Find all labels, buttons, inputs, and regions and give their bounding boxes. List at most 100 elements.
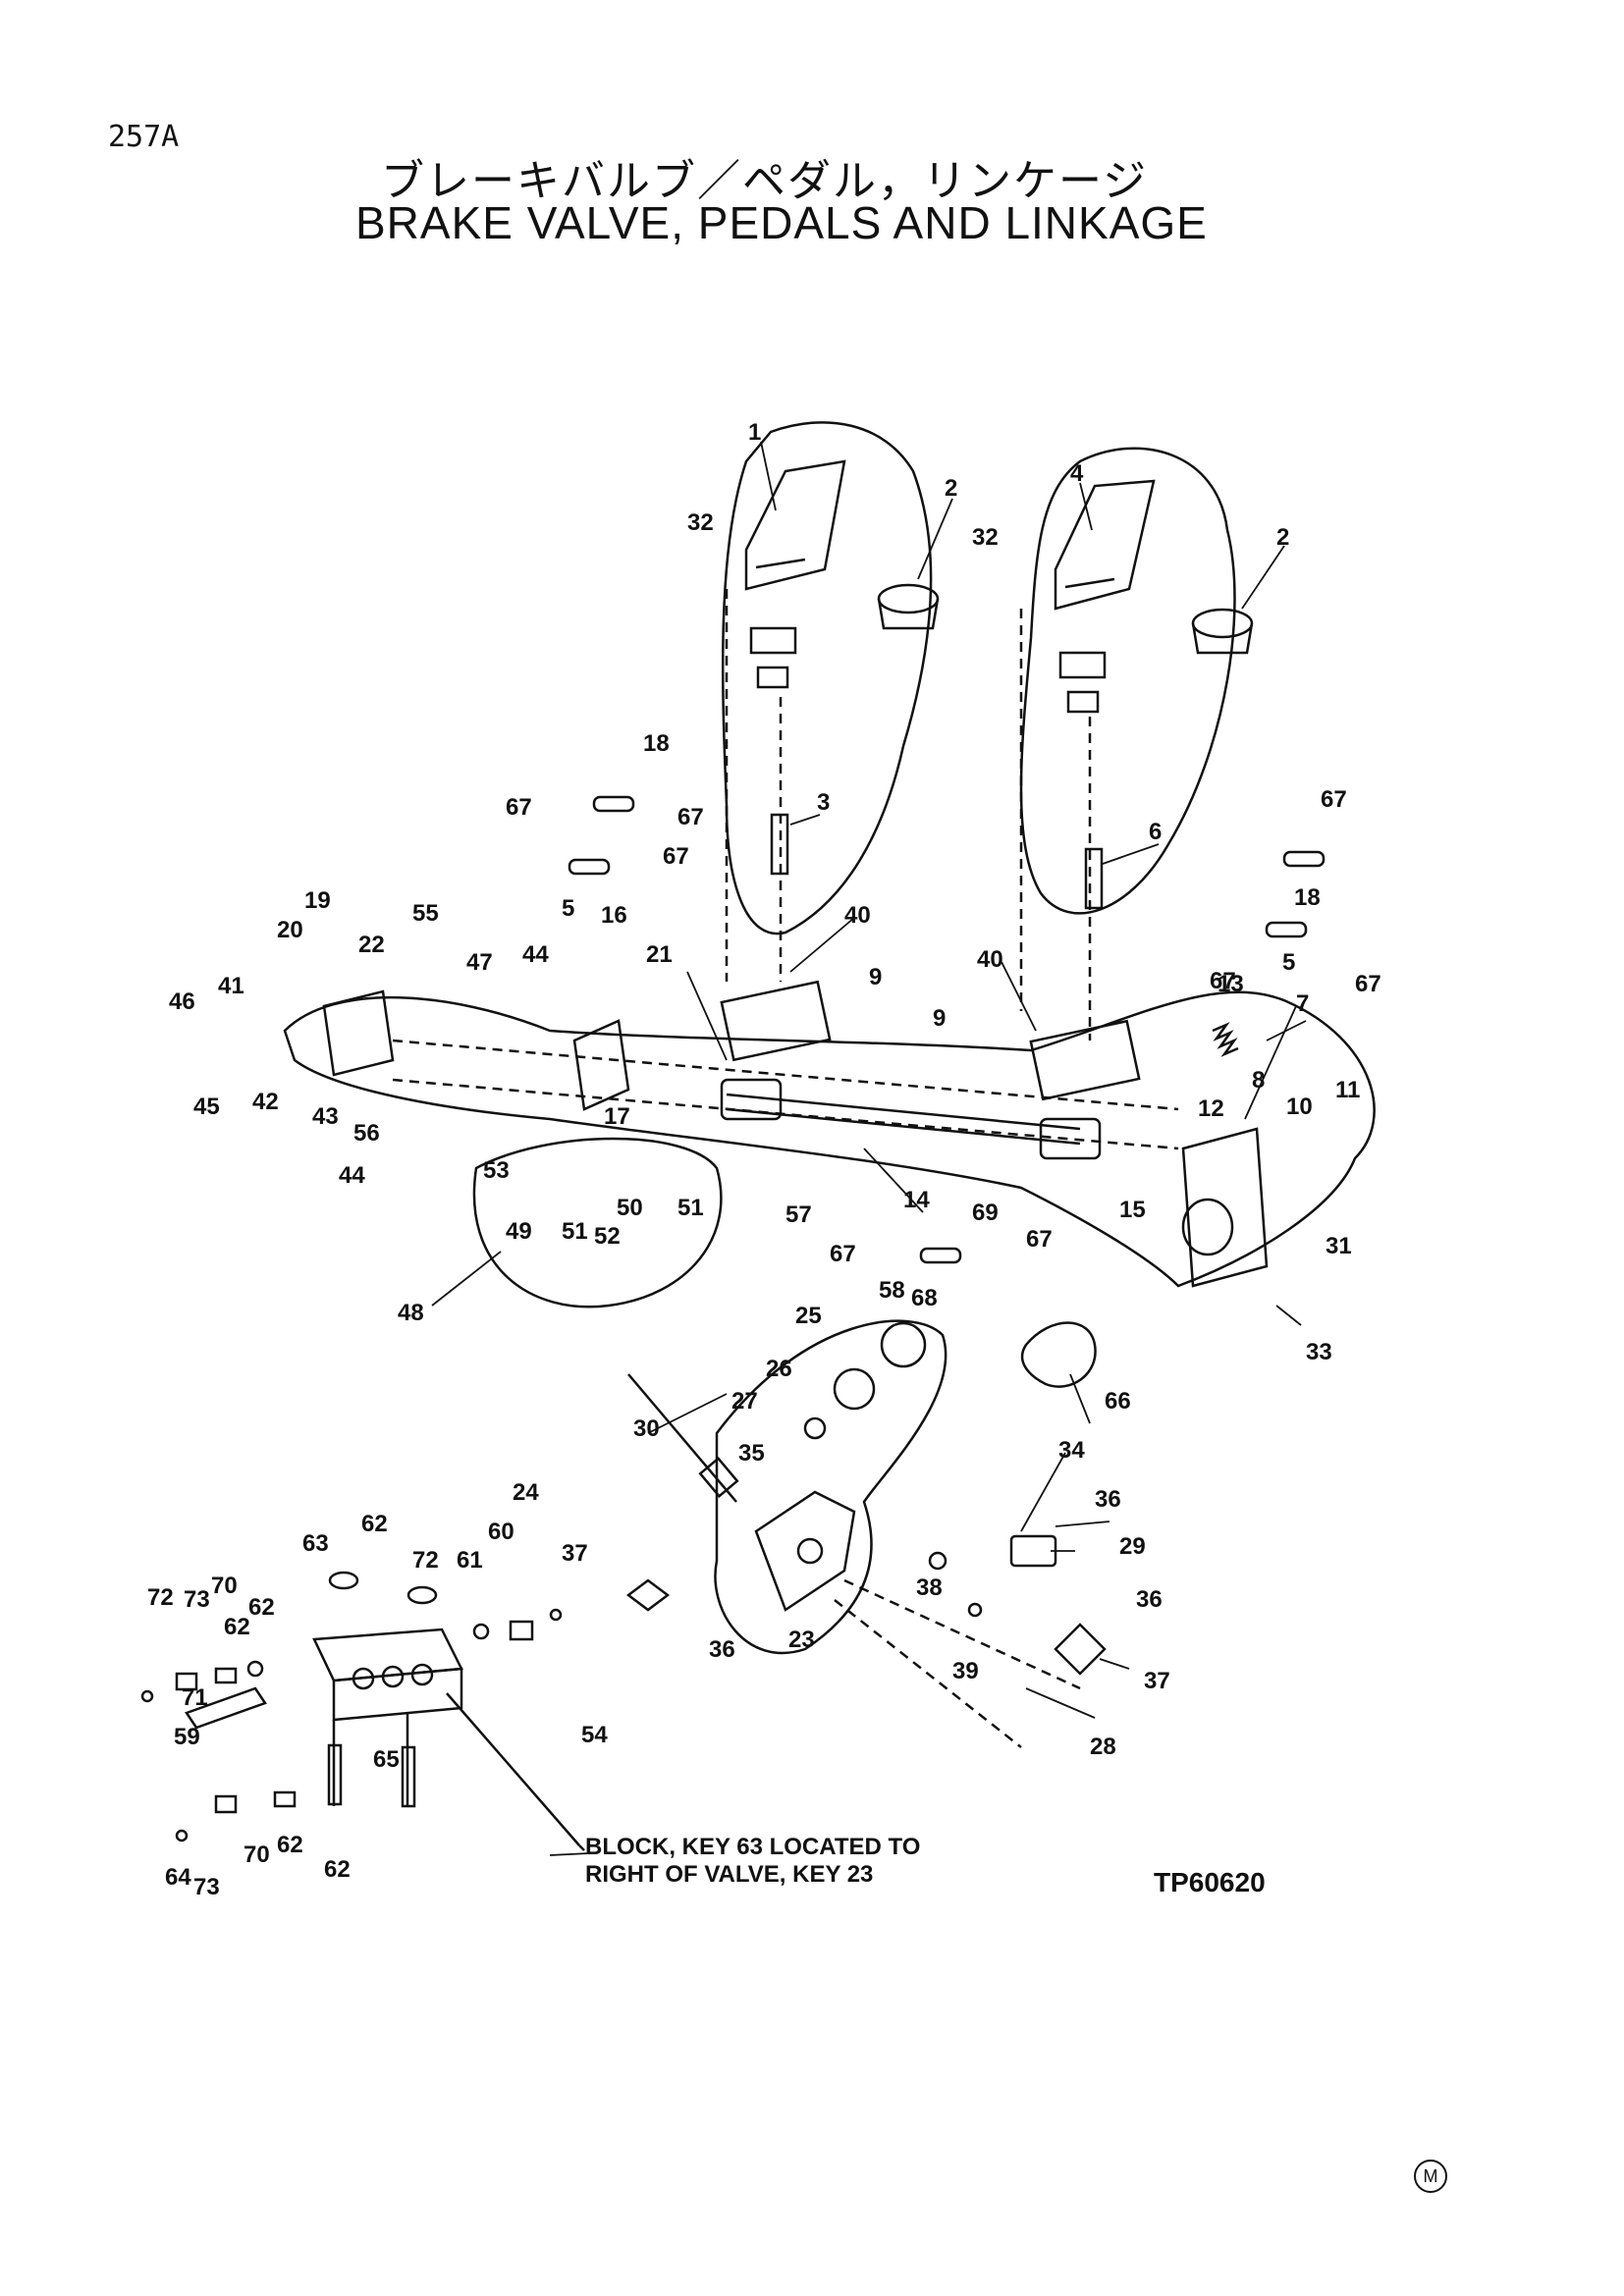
callout-label: 43 xyxy=(312,1103,339,1130)
callout-labels: 1 2 32 4 2 32 18 3 67 67 67 5 6 67 18 67… xyxy=(147,419,1381,1900)
brake-pedal-right xyxy=(1019,479,1156,1041)
callout-label: 49 xyxy=(506,1218,532,1245)
callout-label: 67 xyxy=(1355,971,1381,997)
spring xyxy=(1212,1022,1239,1057)
callout-label: 55 xyxy=(412,900,439,927)
small-fittings xyxy=(140,1578,671,1842)
callout-label: 37 xyxy=(1144,1668,1170,1694)
callout-label: 69 xyxy=(972,1200,999,1226)
boots xyxy=(720,980,1141,1101)
callout-label: 67 xyxy=(1026,1226,1053,1253)
callout-label: 23 xyxy=(788,1627,815,1653)
callout-label: 20 xyxy=(277,917,303,943)
callout-label: 15 xyxy=(1119,1197,1146,1223)
callout-label: 66 xyxy=(1105,1388,1131,1415)
valve-group-outline xyxy=(714,1319,947,1655)
callout-label: 18 xyxy=(643,730,670,757)
callout-label: 72 xyxy=(412,1547,439,1574)
callout-label: 10 xyxy=(1286,1094,1313,1120)
page-number: 257A xyxy=(108,120,180,154)
callout-label: 32 xyxy=(972,524,999,551)
callout-label: 67 xyxy=(830,1241,856,1267)
callout-label: 36 xyxy=(709,1636,735,1663)
callout-label: 6 xyxy=(1149,819,1162,845)
callout-label: 36 xyxy=(1136,1586,1163,1613)
callout-label: 72 xyxy=(147,1584,174,1611)
callout-label: 50 xyxy=(617,1195,643,1221)
callout-label: 5 xyxy=(1282,949,1295,976)
callout-label: 13 xyxy=(1218,971,1244,997)
callout-label: 52 xyxy=(594,1223,621,1250)
callout-label: 7 xyxy=(1296,990,1309,1017)
callout-label: 53 xyxy=(483,1157,510,1184)
callout-label: 24 xyxy=(513,1479,539,1506)
gasket xyxy=(1020,1321,1097,1388)
circled-m-mark: M xyxy=(1414,2160,1447,2193)
callout-label: 51 xyxy=(677,1195,704,1221)
callout-label: 25 xyxy=(795,1303,822,1329)
callout-label: 38 xyxy=(916,1575,943,1601)
callout-label: 62 xyxy=(248,1594,275,1621)
callout-label: 56 xyxy=(353,1120,380,1147)
callout-label: 3 xyxy=(817,789,830,816)
callout-label: 37 xyxy=(562,1540,588,1567)
callout-label: 63 xyxy=(302,1530,329,1557)
brake-valve xyxy=(627,1321,927,1612)
callout-label: 18 xyxy=(1294,884,1321,911)
group-outlines xyxy=(283,421,1376,1655)
callout-label: 67 xyxy=(677,804,704,830)
block-note-line2: RIGHT OF VALVE, KEY 23 xyxy=(585,1861,874,1888)
block-note-line1: BLOCK, KEY 63 LOCATED TO xyxy=(585,1834,921,1860)
callout-label: 36 xyxy=(1095,1486,1121,1513)
callout-label: 35 xyxy=(738,1440,765,1467)
callout-label: 11 xyxy=(1335,1077,1360,1103)
callout-label: 60 xyxy=(488,1519,514,1545)
callout-label: 54 xyxy=(581,1722,608,1748)
callout-label: 62 xyxy=(224,1614,250,1640)
callout-label: 17 xyxy=(604,1103,630,1130)
callout-label: 62 xyxy=(324,1856,351,1883)
callout-label: 65 xyxy=(373,1746,400,1773)
callout-label: 45 xyxy=(193,1094,220,1120)
callout-label: 61 xyxy=(457,1547,483,1574)
callout-label: 28 xyxy=(1090,1734,1116,1760)
linkage-group-outline xyxy=(283,990,1376,1288)
callout-label: 30 xyxy=(633,1415,660,1442)
pins xyxy=(568,795,1326,1264)
callout-label: 39 xyxy=(952,1658,979,1684)
callout-label: 2 xyxy=(945,475,957,502)
spring-group-outline xyxy=(472,1137,723,1308)
callout-label: 71 xyxy=(182,1684,208,1711)
callout-label: 12 xyxy=(1198,1095,1224,1122)
callout-label: 40 xyxy=(844,902,871,929)
callout-label: 33 xyxy=(1306,1339,1332,1365)
callout-label: 64 xyxy=(165,1864,191,1891)
callout-label: 46 xyxy=(169,988,195,1015)
callout-label: 47 xyxy=(466,949,493,976)
callout-label: 48 xyxy=(398,1300,424,1326)
callout-label: 67 xyxy=(1321,786,1347,813)
left-pedal-group-outline xyxy=(721,421,933,935)
callout-label: 14 xyxy=(903,1187,930,1213)
callout-label: 8 xyxy=(1252,1067,1265,1094)
callout-label: 40 xyxy=(977,946,1003,973)
callout-label: 67 xyxy=(506,794,532,821)
linkage-shaft xyxy=(322,989,1269,1288)
fittings xyxy=(834,1534,1107,1748)
callout-label: 9 xyxy=(869,964,882,990)
callout-label: 67 xyxy=(1210,968,1236,994)
callout-label: 4 xyxy=(1070,460,1084,487)
figure-reference: TP60620 xyxy=(1154,1867,1266,1897)
right-pedal-group-outline xyxy=(1019,447,1236,915)
title-japanese: ブレーキバルブ／ペダル，リンケージ xyxy=(381,156,1149,206)
callout-label: 32 xyxy=(687,509,714,536)
callout-label: 57 xyxy=(785,1201,812,1228)
callout-label: 9 xyxy=(933,1005,946,1032)
callout-label: 29 xyxy=(1119,1533,1146,1560)
callout-label: 19 xyxy=(304,887,331,914)
callout-label: 70 xyxy=(244,1842,270,1868)
callout-label: 31 xyxy=(1326,1233,1352,1259)
callout-label: 2 xyxy=(1276,524,1289,551)
brake-pedal-left xyxy=(725,459,846,982)
